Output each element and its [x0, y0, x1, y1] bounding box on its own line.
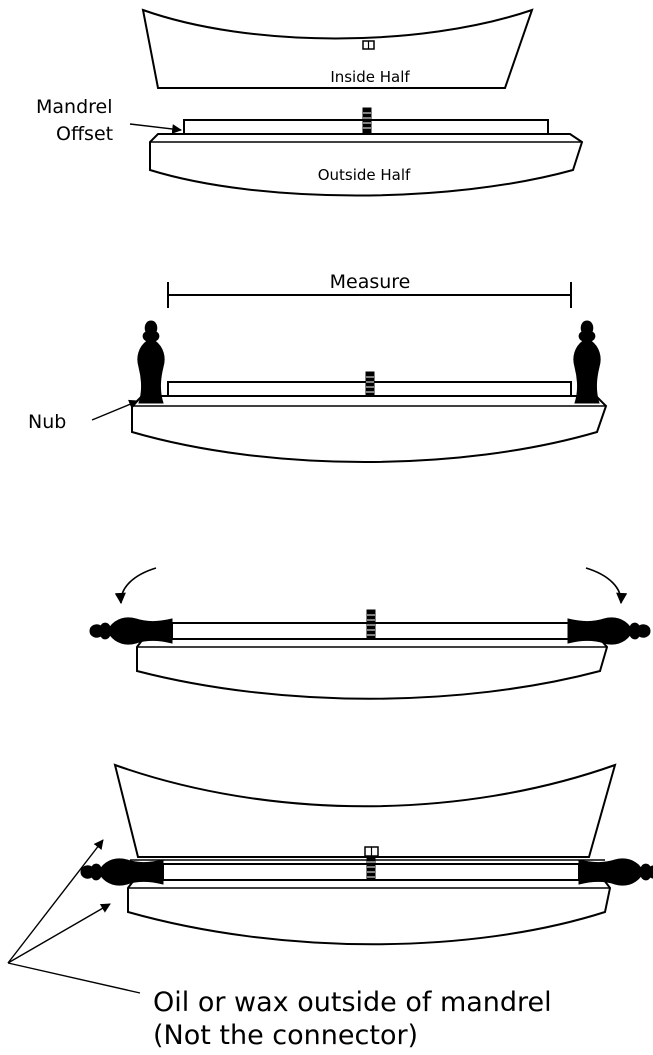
panel-2-measure: Measure Nub: [28, 271, 608, 463]
measure-label: Measure: [330, 271, 411, 293]
mandrel-offset-label-line1: Mandrel: [36, 96, 113, 118]
threaded-connector: [362, 107, 372, 136]
panel-4-assembled: Oil or wax outside of mandrel (Not the c…: [7, 763, 653, 1051]
outside-half-shape-3: [136, 638, 609, 700]
rotate-arrow-left: [114, 567, 157, 605]
outside-half-label: Outside Half: [318, 166, 411, 184]
finial-right-h-4: [578, 858, 653, 886]
rotate-arrow-right: [585, 567, 628, 605]
oil-note-line2: (Not the connector): [153, 1020, 418, 1051]
inside-half-shape-4: [113, 763, 617, 858]
mandrel-offset-arrow: [129, 123, 182, 134]
nub-label: Nub: [28, 411, 66, 433]
outside-half-shape-4: [127, 879, 612, 946]
outside-half-shape: [149, 133, 584, 197]
finial-left: [137, 320, 165, 404]
inside-half-shape: [141, 8, 534, 89]
panel-3-rotate: [89, 567, 651, 700]
panel-1-exploded: Inside Half Outside Half Mandrel Offset: [36, 8, 584, 197]
finial-left-h-4: [80, 858, 164, 886]
finial-right-h: [567, 617, 651, 645]
outside-half-shape-2: [131, 395, 608, 463]
inside-half-label: Inside Half: [330, 68, 410, 86]
mandrel-offset-label-line2: Offset: [56, 123, 113, 145]
oil-callout-arrows: [7, 839, 141, 994]
oil-note-line1: Oil or wax outside of mandrel: [153, 987, 552, 1018]
finial-left-h: [89, 617, 173, 645]
threaded-connector-2: [365, 371, 375, 399]
nub-arrow: [91, 399, 139, 421]
finial-right: [573, 320, 601, 404]
